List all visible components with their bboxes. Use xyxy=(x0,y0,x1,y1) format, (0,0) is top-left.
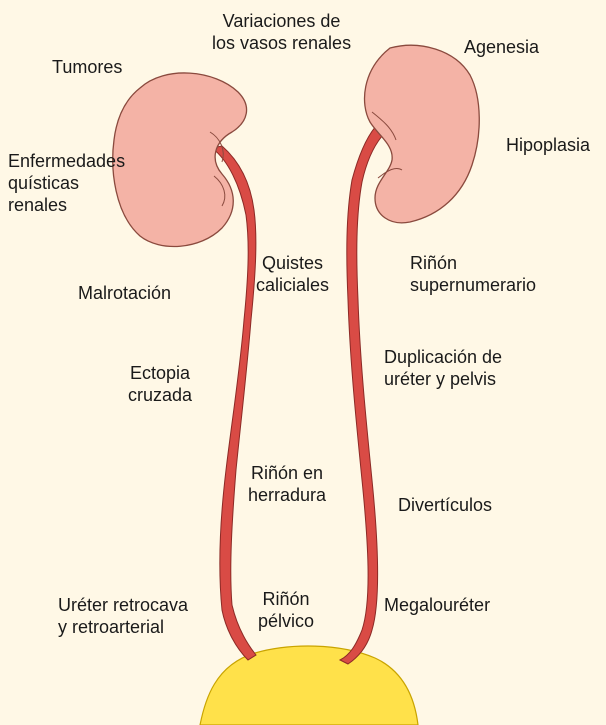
label-ureter-retrocava: Uréter retrocava y retroarterial xyxy=(58,594,188,638)
label-enfermedades-quisticas: Enfermedades quísticas renales xyxy=(8,150,125,216)
label-vasos-renales: Variaciones de los vasos renales xyxy=(212,10,351,54)
label-line: Tumores xyxy=(52,56,122,78)
label-line: Divertículos xyxy=(398,494,492,516)
label-megaloureter: Megalouréter xyxy=(384,594,490,616)
label-rinon-pelvico: Riñón pélvico xyxy=(258,588,314,632)
label-line: Riñón xyxy=(258,588,314,610)
label-malrotacion: Malrotación xyxy=(78,282,171,304)
label-tumores: Tumores xyxy=(52,56,122,78)
label-line: cruzada xyxy=(128,384,192,406)
label-line: Agenesia xyxy=(464,36,539,58)
label-quistes-caliciales: Quistes caliciales xyxy=(256,252,329,296)
label-line: Ectopia xyxy=(128,362,192,384)
label-line: Variaciones de xyxy=(212,10,351,32)
bladder xyxy=(200,646,418,725)
right-kidney xyxy=(365,45,480,223)
label-line: supernumerario xyxy=(410,274,536,296)
label-line: pélvico xyxy=(258,610,314,632)
label-line: Malrotación xyxy=(78,282,171,304)
label-line: caliciales xyxy=(256,274,329,296)
label-rinon-herradura: Riñón en herradura xyxy=(248,462,326,506)
label-line: Hipoplasia xyxy=(506,134,590,156)
label-line: herradura xyxy=(248,484,326,506)
label-line: quísticas xyxy=(8,172,125,194)
label-line: Enfermedades xyxy=(8,150,125,172)
label-line: Riñón en xyxy=(248,462,326,484)
label-line: uréter y pelvis xyxy=(384,368,502,390)
label-line: Megalouréter xyxy=(384,594,490,616)
label-line: Duplicación de xyxy=(384,346,502,368)
label-rinon-supernumerario: Riñón supernumerario xyxy=(410,252,536,296)
label-line: Riñón xyxy=(410,252,536,274)
label-line: Quistes xyxy=(256,252,329,274)
label-duplicacion: Duplicación de uréter y pelvis xyxy=(384,346,502,390)
label-hipoplasia: Hipoplasia xyxy=(506,134,590,156)
label-line: renales xyxy=(8,194,125,216)
label-agenesia: Agenesia xyxy=(464,36,539,58)
label-diverticulos: Divertículos xyxy=(398,494,492,516)
label-line: los vasos renales xyxy=(212,32,351,54)
label-line: y retroarterial xyxy=(58,616,188,638)
label-line: Uréter retrocava xyxy=(58,594,188,616)
label-ectopia-cruzada: Ectopia cruzada xyxy=(128,362,192,406)
